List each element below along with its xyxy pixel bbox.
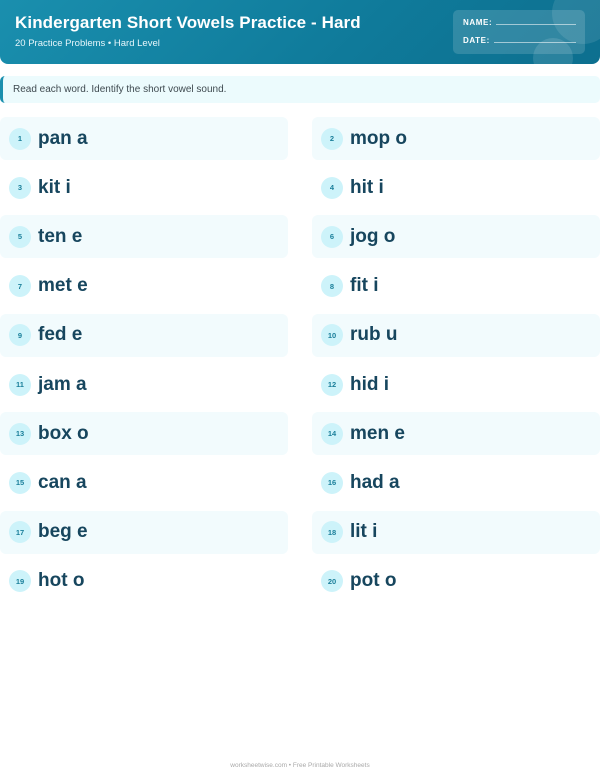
problem-word: beg e (38, 521, 88, 543)
problem-card: 5 ten e (0, 215, 288, 259)
problem-card: 4 hit i (312, 166, 600, 209)
problem-word: box o (38, 422, 89, 444)
worksheet-subtitle: 20 Practice Problems • Hard Level (15, 38, 160, 49)
worksheet-header: Kindergarten Short Vowels Practice - Har… (0, 0, 600, 64)
problem-word: kit i (38, 176, 71, 198)
problem-number-badge: 9 (9, 324, 31, 347)
problem-word: jog o (350, 225, 396, 247)
problem-card: 19 hot o (0, 560, 288, 603)
problem-number-badge: 2 (321, 127, 343, 150)
problem-card: 10 rub u (312, 313, 600, 357)
problem-word: jam a (38, 373, 87, 395)
problem-number-badge: 1 (9, 127, 31, 150)
problem-number-badge: 11 (9, 373, 31, 396)
problem-card: 17 beg e (0, 510, 288, 554)
problem-card: 20 pot o (312, 560, 600, 603)
problem-number-badge: 6 (321, 225, 343, 248)
date-field[interactable]: DATE: (463, 36, 576, 45)
instructions-text: Read each word. Identify the short vowel… (13, 84, 227, 95)
problem-number-badge: 13 (9, 422, 31, 445)
problem-number-badge: 8 (321, 275, 343, 298)
problem-word: rub u (350, 324, 398, 346)
problem-number-badge: 10 (321, 324, 343, 347)
problem-card: 18 lit i (312, 510, 600, 554)
problem-number-badge: 18 (321, 521, 343, 544)
problem-number-badge: 12 (321, 373, 343, 396)
problem-number-badge: 4 (321, 176, 343, 199)
problem-word: men e (350, 422, 405, 444)
problem-word: can a (38, 471, 87, 493)
problem-card: 1 pan a (0, 117, 288, 160)
problem-word: ten e (38, 225, 83, 247)
problem-word: mop o (350, 127, 407, 149)
name-date-box: NAME: DATE: (453, 10, 585, 54)
name-field[interactable]: NAME: (463, 18, 577, 27)
problem-word: hit i (350, 176, 384, 198)
name-line (496, 24, 577, 25)
date-label: DATE: (463, 36, 490, 45)
problem-word: met e (38, 275, 88, 297)
problem-card: 14 men e (312, 412, 600, 456)
problem-card: 7 met e (0, 265, 288, 308)
problem-card: 3 kit i (0, 166, 288, 209)
problem-number-badge: 17 (9, 521, 31, 544)
problem-number-badge: 5 (9, 225, 31, 248)
problem-word: hid i (350, 373, 390, 395)
footer: worksheetwise.com • Free Printable Works… (230, 762, 370, 769)
problem-card: 16 had a (312, 461, 600, 504)
problem-word: had a (350, 471, 400, 493)
problem-number-badge: 15 (9, 471, 31, 494)
problem-card: 13 box o (0, 412, 288, 456)
problem-number-badge: 7 (9, 275, 31, 298)
problem-word: lit i (350, 521, 378, 543)
problem-number-badge: 14 (321, 422, 343, 445)
worksheet-title: Kindergarten Short Vowels Practice - Har… (15, 13, 361, 32)
problem-word: fed e (38, 324, 83, 346)
problem-card: 2 mop o (312, 117, 600, 160)
problem-word: fit i (350, 275, 379, 297)
problem-card: 9 fed e (0, 313, 288, 357)
problem-word: pot o (350, 570, 397, 592)
problem-card: 12 hid i (312, 363, 600, 406)
name-label: NAME: (463, 18, 493, 27)
problem-number-badge: 3 (9, 176, 31, 199)
problem-card: 11 jam a (0, 363, 288, 406)
problem-number-badge: 20 (321, 570, 343, 593)
problem-card: 6 jog o (312, 215, 600, 259)
date-line (493, 42, 576, 43)
problem-number-badge: 19 (9, 570, 31, 593)
problem-word: pan a (38, 127, 88, 149)
problem-number-badge: 16 (321, 471, 343, 494)
instructions-box: Read each word. Identify the short vowel… (0, 76, 600, 103)
problem-word: hot o (38, 570, 85, 592)
problem-card: 15 can a (0, 461, 288, 504)
problem-card: 8 fit i (312, 265, 600, 308)
